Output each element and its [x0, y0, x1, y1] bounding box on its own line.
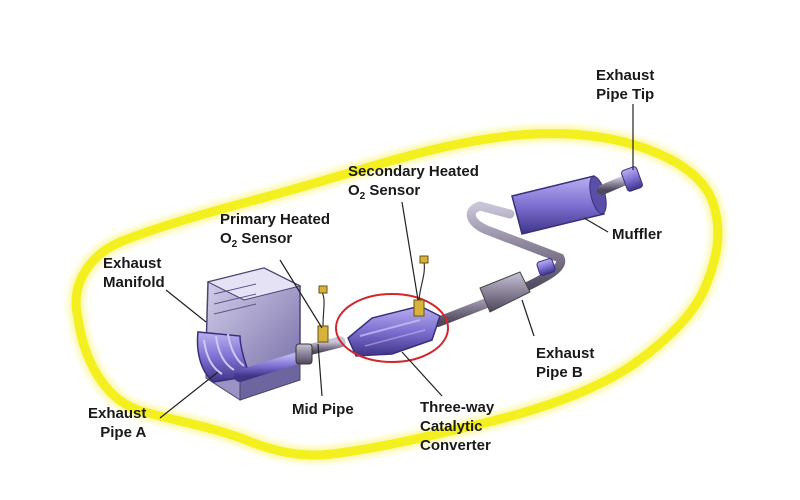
label-line: Three-way	[420, 399, 495, 416]
muffler-component	[511, 166, 643, 235]
label-line: Pipe B	[536, 364, 583, 381]
car-outline	[68, 125, 726, 464]
catalytic-converter-shape	[347, 305, 441, 357]
label-text: O	[220, 230, 232, 247]
label-exhaust-pipe-b: Exhaust Pipe B	[536, 344, 594, 382]
label-line: Secondary Heated	[348, 163, 479, 180]
resonator	[479, 258, 556, 313]
highlight-circle	[335, 293, 449, 363]
label-line: O2 Sensor	[220, 229, 330, 250]
leader-primary-o2	[279, 259, 323, 329]
tail-pipe-route	[466, 201, 566, 295]
label-line: Exhaust	[88, 405, 147, 422]
label-exhaust-manifold: Exhaust Manifold	[103, 254, 165, 292]
exhaust-pipe-a-shape	[234, 343, 313, 382]
secondary-o2-sensor-shape	[413, 255, 429, 317]
label-line: Catalytic	[420, 418, 483, 435]
label-line: Exhaust	[536, 345, 595, 362]
car-outline-line	[71, 129, 723, 460]
leader-exhaust-pipe-a	[159, 371, 219, 419]
label-mid-pipe: Mid Pipe	[292, 400, 354, 419]
label-muffler: Muffler	[612, 225, 662, 244]
label-text: Sensor	[237, 230, 293, 247]
label-line: Exhaust	[596, 67, 655, 84]
leader-mid-pipe	[317, 343, 323, 397]
label-exhaust-pipe-tip: Exhaust Pipe Tip	[596, 66, 654, 104]
subscript: 2	[231, 239, 238, 250]
leader-secondary-o2	[401, 201, 419, 301]
leader-lines	[159, 104, 634, 419]
label-line: Manifold	[103, 274, 165, 291]
primary-o2-sensor-shape	[317, 285, 329, 343]
leader-exhaust-pipe-b	[521, 299, 535, 337]
leader-muffler	[583, 217, 609, 233]
label-primary-heated-o2-sensor: Primary Heated O2 Sensor	[220, 210, 330, 250]
label-exhaust-pipe-a: Exhaust Pipe A	[88, 404, 146, 442]
leader-catalytic-converter	[401, 351, 443, 397]
label-text: O	[348, 182, 360, 199]
label-line: Converter	[420, 437, 491, 454]
label-line: Muffler	[612, 226, 662, 243]
label-line: Pipe A	[100, 424, 147, 441]
label-secondary-heated-o2-sensor: Secondary Heated O2 Sensor	[348, 162, 479, 202]
label-line: Mid Pipe	[292, 401, 354, 418]
label-line: O2 Sensor	[348, 181, 479, 202]
leader-exhaust-manifold	[165, 289, 207, 323]
label-text: Sensor	[365, 182, 421, 199]
label-three-way-catalytic-converter: Three-way Catalytic Converter	[420, 398, 494, 455]
label-line: Pipe Tip	[596, 86, 655, 103]
label-line: Exhaust	[103, 255, 162, 272]
label-line: Primary Heated	[220, 211, 331, 228]
subscript: 2	[359, 191, 366, 202]
